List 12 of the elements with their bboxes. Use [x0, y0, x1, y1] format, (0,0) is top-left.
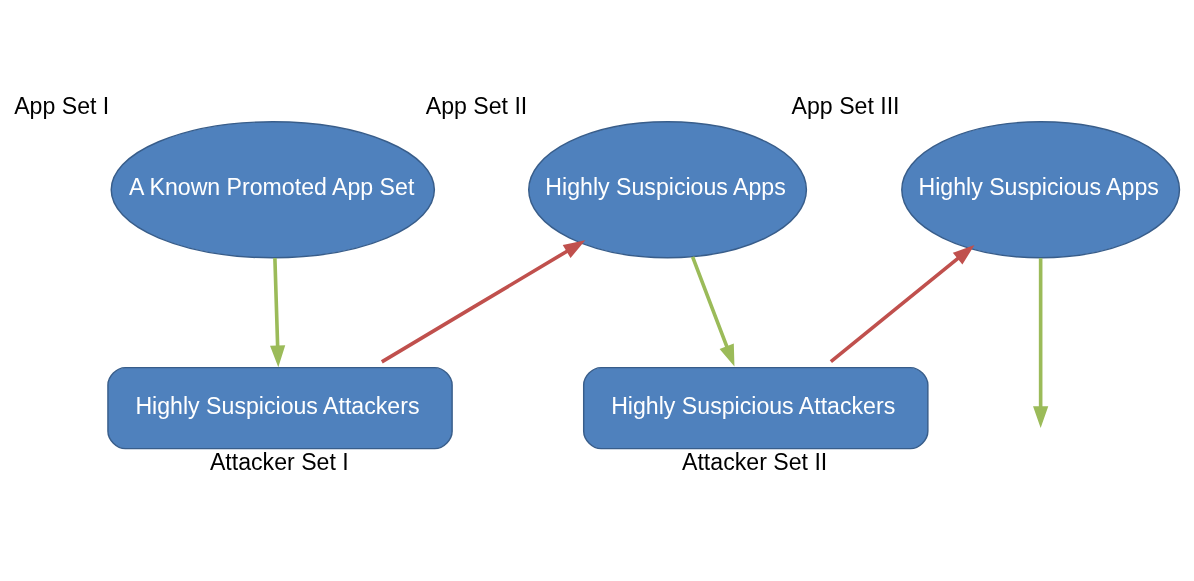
- node-ellipse: Highly Suspicious Apps: [901, 120, 1181, 258]
- node-label: App Set II: [425, 92, 528, 119]
- arrow: [690, 255, 735, 367]
- node-label: Attacker Set II: [682, 448, 828, 475]
- node-label: Attacker Set I: [209, 448, 349, 475]
- arrow: [829, 244, 975, 363]
- node-label: App Set III: [791, 92, 900, 119]
- node-ellipse: A Known Promoted App Set: [110, 120, 436, 258]
- node-label: App Set I: [14, 92, 110, 119]
- arrow: [1033, 257, 1049, 428]
- arrow: [270, 257, 286, 367]
- arrow: [380, 239, 586, 363]
